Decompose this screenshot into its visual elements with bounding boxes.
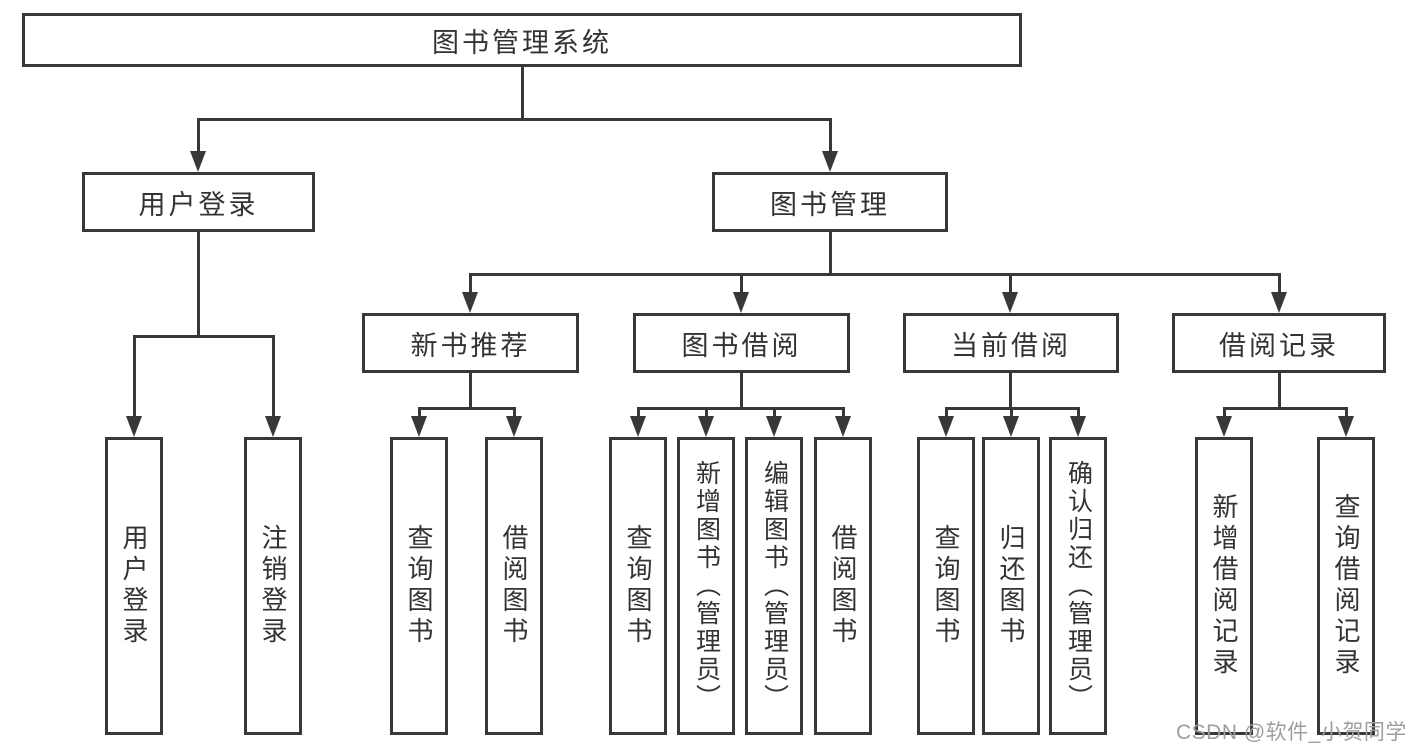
arrowhead-down-icon [1002, 292, 1018, 313]
tree-connector-line [469, 373, 472, 407]
tree-connector-line [1077, 407, 1080, 417]
leaf-query-books-current-label: 查询图书 [931, 524, 961, 648]
tree-connector-line [842, 407, 845, 417]
node-book-borrowing-label: 图书借阅 [681, 330, 802, 361]
leaf-edit-book-admin: 编辑图书（管理员） [745, 437, 803, 735]
tree-connector-line [197, 118, 832, 121]
leaf-borrow-books-borrow-label: 借阅图书 [828, 524, 858, 648]
tree-connector-line [469, 273, 1281, 276]
leaf-add-borrow-record-label: 新增借阅记录 [1209, 493, 1239, 679]
tree-connector-line [1009, 373, 1012, 407]
node-book-borrowing: 图书借阅 [633, 313, 850, 373]
arrowhead-down-icon [835, 416, 851, 437]
arrowhead-down-icon [126, 416, 142, 437]
arrowhead-down-icon [698, 416, 714, 437]
node-user-login: 用户登录 [82, 172, 315, 232]
node-borrowing-records: 借阅记录 [1172, 313, 1386, 373]
tree-connector-line [1223, 407, 1348, 410]
tree-connector-line [133, 335, 136, 417]
arrowhead-down-icon [630, 416, 646, 437]
node-root-system: 图书管理系统 [22, 13, 1022, 67]
leaf-edit-book-admin-label: 编辑图书（管理员） [760, 460, 789, 712]
tree-connector-line [945, 407, 948, 417]
arrowhead-down-icon [822, 151, 838, 172]
tree-connector-line [418, 407, 516, 410]
tree-connector-line [418, 407, 421, 417]
tree-connector-line [469, 273, 472, 293]
leaf-query-borrow-record-label: 查询借阅记录 [1331, 493, 1361, 679]
node-root-label: 图书管理系统 [432, 27, 612, 58]
leaf-query-books-borrow: 查询图书 [609, 437, 667, 735]
arrowhead-down-icon [1070, 416, 1086, 437]
leaf-return-book: 归还图书 [982, 437, 1040, 735]
leaf-query-books-recommend: 查询图书 [390, 437, 448, 735]
tree-connector-line [1010, 407, 1013, 417]
leaf-add-borrow-record: 新增借阅记录 [1195, 437, 1253, 735]
arrowhead-down-icon [1003, 416, 1019, 437]
node-book-management-label: 图书管理 [770, 189, 890, 220]
leaf-borrow-books-recommend-label: 借阅图书 [499, 524, 529, 648]
csdn-watermark: CSDN @软件_小贺同学 [1176, 721, 1405, 744]
node-borrowing-records-label: 借阅记录 [1219, 330, 1339, 361]
arrowhead-down-icon [1216, 416, 1232, 437]
arrowhead-down-icon [938, 416, 954, 437]
leaf-user-login-label: 用户登录 [119, 524, 149, 648]
node-current-borrowing-label: 当前借阅 [951, 330, 1071, 361]
leaf-logout-label: 注销登录 [258, 524, 288, 648]
arrowhead-down-icon [265, 416, 281, 437]
tree-connector-line [133, 335, 275, 338]
tree-connector-line [637, 407, 845, 410]
leaf-add-book-admin-label: 新增图书（管理员） [692, 460, 721, 712]
arrowhead-down-icon [766, 416, 782, 437]
leaf-logout: 注销登录 [244, 437, 302, 735]
tree-connector-line [740, 373, 743, 407]
leaf-query-books-recommend-label: 查询图书 [404, 524, 434, 648]
tree-connector-line [773, 407, 776, 417]
tree-connector-line [1345, 407, 1348, 417]
leaf-query-borrow-record: 查询借阅记录 [1317, 437, 1375, 735]
tree-connector-line [829, 118, 832, 152]
node-new-book-recommend-label: 新书推荐 [410, 330, 531, 361]
tree-connector-line [197, 118, 200, 152]
node-new-book-recommend: 新书推荐 [362, 313, 579, 373]
arrowhead-down-icon [411, 416, 427, 437]
leaf-borrow-books-recommend: 借阅图书 [485, 437, 543, 735]
arrowhead-down-icon [462, 292, 478, 313]
leaf-query-books-current: 查询图书 [917, 437, 975, 735]
tree-connector-line [705, 407, 708, 417]
tree-connector-line [829, 232, 832, 273]
tree-connector-line [272, 335, 275, 417]
leaf-return-book-label: 归还图书 [996, 524, 1026, 648]
leaf-confirm-return-admin: 确认归还（管理员） [1049, 437, 1107, 735]
tree-connector-line [740, 273, 743, 293]
node-user-login-label: 用户登录 [138, 189, 259, 220]
arrowhead-down-icon [733, 292, 749, 313]
arrowhead-down-icon [1338, 416, 1354, 437]
tree-connector-line [1278, 273, 1281, 293]
leaf-query-books-borrow-label: 查询图书 [623, 524, 653, 648]
tree-connector-line [1278, 373, 1281, 407]
leaf-add-book-admin: 新增图书（管理员） [677, 437, 735, 735]
tree-connector-line [197, 232, 200, 335]
arrowhead-down-icon [190, 151, 206, 172]
tree-connector-line [521, 67, 524, 118]
leaf-confirm-return-admin-label: 确认归还（管理员） [1064, 460, 1093, 712]
node-current-borrowing: 当前借阅 [903, 313, 1119, 373]
tree-connector-line [513, 407, 516, 417]
arrowhead-down-icon [506, 416, 522, 437]
tree-connector-line [637, 407, 640, 417]
leaf-borrow-books-borrow: 借阅图书 [814, 437, 872, 735]
leaf-user-login: 用户登录 [105, 437, 163, 735]
tree-connector-line [1223, 407, 1226, 417]
node-book-management: 图书管理 [712, 172, 948, 232]
arrowhead-down-icon [1271, 292, 1287, 313]
tree-connector-line [1009, 273, 1012, 293]
